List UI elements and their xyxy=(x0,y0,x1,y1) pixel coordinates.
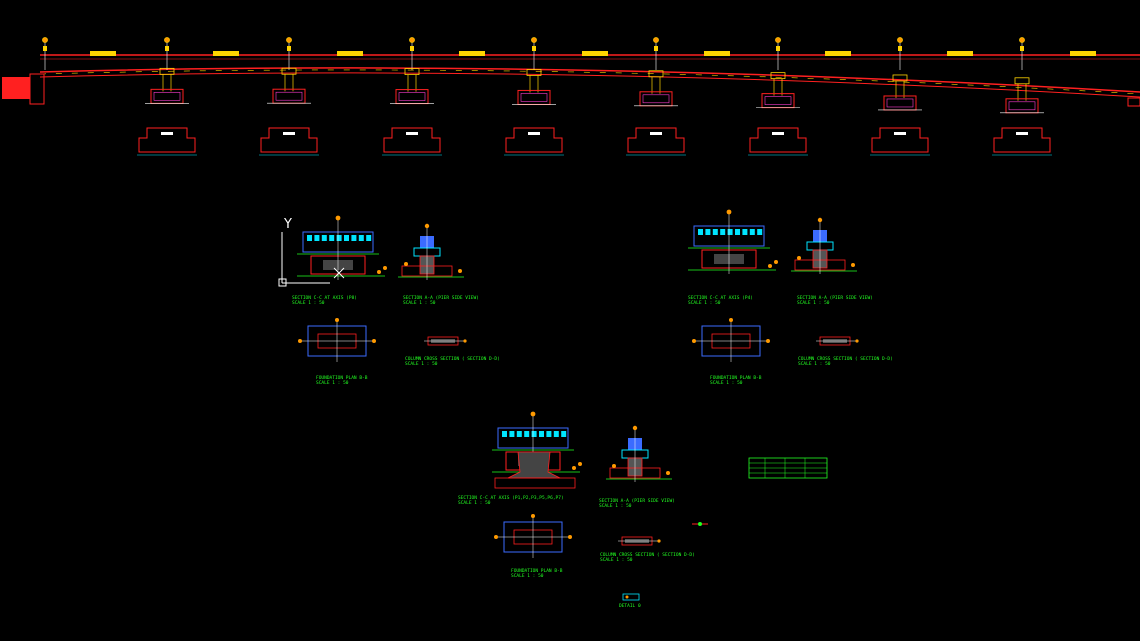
road-profile-line xyxy=(39,67,1140,93)
group3-plan-label: FOUNDATION PLAN B-B SCALE 1 : 50 xyxy=(511,569,562,579)
pier-4 xyxy=(504,37,564,156)
pier-8 xyxy=(992,37,1052,156)
group2-section-scale: SCALE 1 : 50 xyxy=(688,301,721,306)
group3-section-drawing xyxy=(492,411,582,489)
road-marker-4 xyxy=(582,51,608,56)
road-marker-1 xyxy=(213,51,239,56)
pier-2 xyxy=(259,37,319,156)
pier-0 xyxy=(42,37,48,70)
road-centerline xyxy=(39,69,1140,95)
road-profile-line-2 xyxy=(39,72,1140,98)
ucs-icon: Y xyxy=(278,217,345,287)
ucs-origin-box xyxy=(278,278,287,287)
group3-cross-title: COLUMN CROSS SECTION ( SECTION D-D) xyxy=(600,553,695,558)
group1-cross-label: COLUMN CROSS SECTION ( SECTION D-D) SCAL… xyxy=(405,357,500,367)
group1-plan-label: FOUNDATION PLAN B-B SCALE 1 : 50 xyxy=(316,376,367,386)
group2-section-drawing xyxy=(688,209,778,274)
bridge-elevation xyxy=(2,37,1140,156)
group2-side-label: SECTION A-A (PIER SIDE VIEW) SCALE 1 : 5… xyxy=(797,296,873,306)
group2-section-title: SECTION C-C AT AXIS (P4) xyxy=(688,296,754,301)
group3-section-scale: SCALE 1 : 50 xyxy=(458,501,491,506)
pier-5 xyxy=(626,37,686,156)
group1-side-title: SECTION A-A (PIER SIDE VIEW) xyxy=(403,296,479,301)
group2-side-drawing xyxy=(791,217,857,274)
group3-cross-scale: SCALE 1 : 50 xyxy=(600,558,633,563)
group2-plan-scale: SCALE 1 : 50 xyxy=(710,381,743,386)
group1-section-scale: SCALE 1 : 50 xyxy=(292,301,325,306)
group3-section-label: SECTION C-C AT AXIS (P1,P2,P3,P5,P6,P7) … xyxy=(458,496,564,506)
ucs-y-label: Y xyxy=(283,217,292,232)
group3-side-label: SECTION A-A (PIER SIDE VIEW) SCALE 1 : 5… xyxy=(599,499,675,509)
schedule-table xyxy=(748,457,828,479)
road-marker-2 xyxy=(337,51,363,56)
road-marker-7 xyxy=(947,51,973,56)
group2-section-label: SECTION C-C AT AXIS (P4) SCALE 1 : 50 xyxy=(688,296,753,306)
group1-section-label: SECTION C-C AT AXIS (P8) SCALE 1 : 50 xyxy=(292,296,357,306)
group3-plan-drawing xyxy=(494,514,572,558)
pier-7 xyxy=(870,37,930,156)
group3-plan-scale: SCALE 1 : 50 xyxy=(511,574,544,579)
pier-6 xyxy=(748,37,808,156)
group3-side-drawing xyxy=(606,425,672,482)
group1-cross-scale: SCALE 1 : 50 xyxy=(405,362,438,367)
group3-plan-title: FOUNDATION PLAN B-B xyxy=(511,569,563,574)
group2-cross-label: COLUMN CROSS SECTION ( SECTION D-D) SCAL… xyxy=(798,357,893,367)
group3-side-scale: SCALE 1 : 50 xyxy=(599,504,632,509)
ucs-x-marker xyxy=(333,267,345,279)
group3-section-title: SECTION C-C AT AXIS (P1,P2,P3,P5,P6,P7) xyxy=(458,496,564,501)
section-marker xyxy=(692,522,708,526)
road-marker-5 xyxy=(704,51,730,56)
group1-section-drawing xyxy=(297,215,387,280)
group1-plan-drawing xyxy=(298,318,376,362)
group1-cross-drawing xyxy=(424,336,467,346)
group2-side-scale: SCALE 1 : 50 xyxy=(797,301,830,306)
left-abutment xyxy=(2,77,30,99)
group2-cross-drawing xyxy=(816,336,859,346)
pier-details xyxy=(297,209,859,601)
group2-plan-drawing xyxy=(692,318,770,362)
group3-side-title: SECTION A-A (PIER SIDE VIEW) xyxy=(599,499,675,504)
group1-plan-scale: SCALE 1 : 50 xyxy=(316,381,349,386)
group3-cross-label: COLUMN CROSS SECTION ( SECTION D-D) SCAL… xyxy=(600,553,695,563)
group3-cross-drawing xyxy=(618,536,661,546)
group2-cross-scale: SCALE 1 : 50 xyxy=(798,362,831,367)
left-abutment-frame xyxy=(29,73,45,105)
group1-plan-title: FOUNDATION PLAN B-B xyxy=(316,376,368,381)
detail-0-drawing xyxy=(622,593,640,601)
group1-section-title: SECTION C-C AT AXIS (P8) xyxy=(292,296,358,301)
road-marker-6 xyxy=(825,51,851,56)
group2-plan-title: FOUNDATION PLAN B-B xyxy=(710,376,762,381)
pier-1 xyxy=(137,37,197,156)
group1-cross-title: COLUMN CROSS SECTION ( SECTION D-D) xyxy=(405,357,500,362)
group2-side-title: SECTION A-A (PIER SIDE VIEW) xyxy=(797,296,873,301)
road-marker-3 xyxy=(459,51,485,56)
pier-3 xyxy=(382,37,442,156)
group2-cross-title: COLUMN CROSS SECTION ( SECTION D-D) xyxy=(798,357,893,362)
group1-side-drawing xyxy=(398,223,464,280)
detail-label: DETAIL 0 xyxy=(619,604,641,609)
group1-side-scale: SCALE 1 : 50 xyxy=(403,301,436,306)
road-marker-8 xyxy=(1070,51,1096,56)
road-marker-0 xyxy=(90,51,116,56)
group1-side-label: SECTION A-A (PIER SIDE VIEW) SCALE 1 : 5… xyxy=(403,296,479,306)
right-abutment xyxy=(1127,97,1140,107)
group2-plan-label: FOUNDATION PLAN B-B SCALE 1 : 50 xyxy=(710,376,761,386)
